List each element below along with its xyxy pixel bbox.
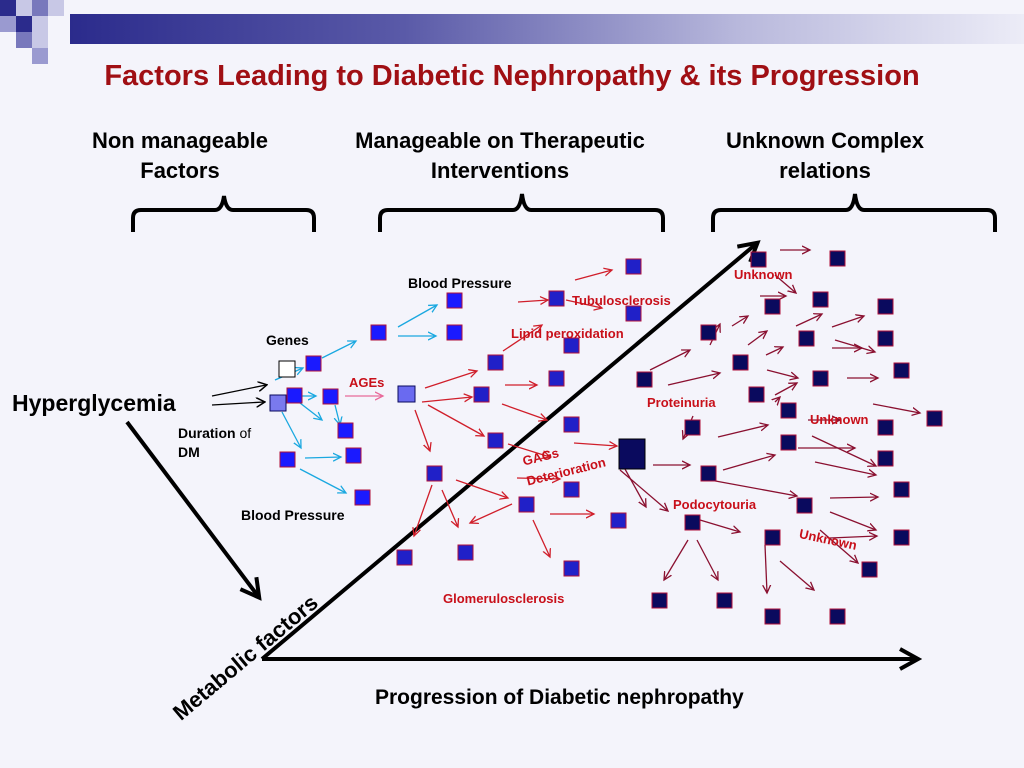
brace-unknown xyxy=(711,193,997,232)
glomerulosclerosis-label: Glomerulosclerosis xyxy=(443,591,565,606)
duration-label: Duration of xyxy=(178,425,252,441)
ages-label: AGEs xyxy=(349,375,385,390)
red-arrows xyxy=(414,270,617,557)
node-squares xyxy=(269,250,943,625)
tubulosclerosis-label: Tubulosclerosis xyxy=(572,293,671,308)
heading-manageable: Manageable on Therapeutic Interventions xyxy=(355,128,645,183)
genes-label: Genes xyxy=(266,332,309,348)
brace-non-manageable xyxy=(131,195,316,232)
heading-unknown: Unknown Complex relations xyxy=(725,128,924,183)
unknown-label-2: Unknown xyxy=(810,412,869,427)
slide-title: Factors Leading to Diabetic Nephropathy … xyxy=(104,60,920,92)
header-gradient-bar xyxy=(70,14,1024,44)
blood-pressure-bottom-label: Blood Pressure xyxy=(241,507,345,523)
unknown-label-1: Unknown xyxy=(734,267,793,282)
blood-pressure-top-label: Blood Pressure xyxy=(408,275,512,291)
hyperglycemia-label: Hyperglycemia xyxy=(12,390,176,416)
brace-manageable xyxy=(378,193,665,232)
progression-label: Progression of Diabetic nephropathy xyxy=(375,686,744,709)
heading-non-manageable: Non manageable Factors xyxy=(91,128,269,183)
podocytouria-label: Podocytouria xyxy=(673,497,757,512)
hyperglycemia-down-arrow xyxy=(125,420,258,596)
maroon-arrows xyxy=(619,250,920,593)
metabolic-axis-arrow xyxy=(260,244,756,661)
hyperglycemia-arrows xyxy=(211,385,266,405)
proteinuria-label: Proteinuria xyxy=(647,395,716,410)
lipid-peroxidation-label: Lipid peroxidation xyxy=(511,326,624,341)
dm-label: DM xyxy=(178,444,200,460)
